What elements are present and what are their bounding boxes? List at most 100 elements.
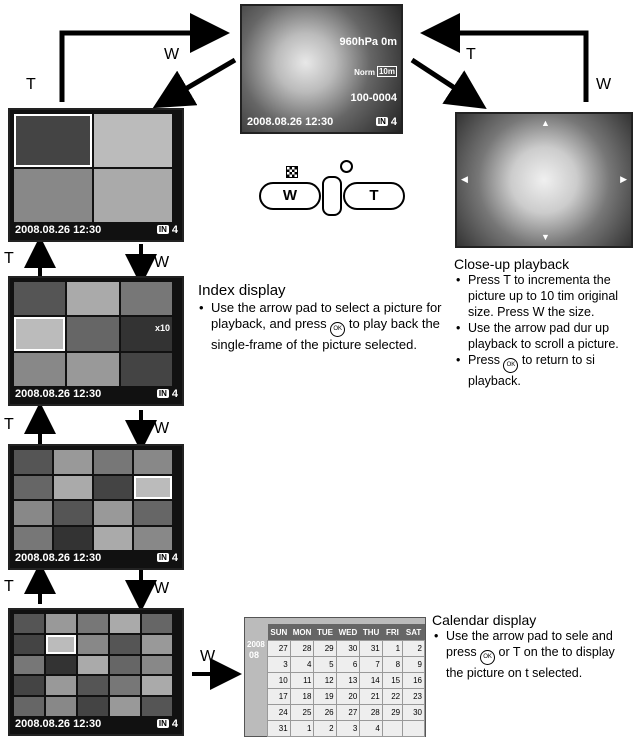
calendar-day[interactable]: 29 — [313, 640, 337, 657]
thumbnail[interactable] — [78, 676, 108, 696]
thumbnail[interactable] — [46, 676, 76, 696]
thumbnail[interactable] — [142, 697, 172, 716]
thumbnail[interactable] — [134, 501, 172, 525]
calendar-day[interactable]: 14 — [359, 672, 383, 689]
calendar-day[interactable]: 2 — [313, 720, 337, 737]
thumbnail[interactable] — [14, 501, 52, 525]
thumbnail[interactable] — [14, 614, 44, 633]
thumbnail[interactable] — [94, 526, 132, 550]
thumbnail[interactable] — [110, 697, 140, 716]
calendar-day[interactable]: 18 — [289, 688, 315, 705]
calendar-day[interactable]: 8 — [381, 656, 404, 673]
calendar-day[interactable]: 11 — [289, 672, 315, 689]
calendar-day[interactable]: 31 — [359, 640, 383, 657]
calendar-day[interactable]: 3 — [267, 656, 291, 673]
thumbnail[interactable] — [46, 655, 76, 675]
w-button[interactable]: W — [259, 182, 321, 210]
calendar-day[interactable]: 29 — [381, 704, 404, 721]
thumbnail[interactable] — [78, 655, 108, 675]
calendar-day[interactable]: 5 — [313, 656, 337, 673]
calendar-day[interactable]: 17 — [267, 688, 291, 705]
thumbnail[interactable] — [134, 450, 172, 474]
thumbnail[interactable] — [94, 114, 172, 167]
calendar-day[interactable]: 1 — [289, 720, 315, 737]
thumbnail[interactable] — [78, 697, 108, 716]
thumbnail[interactable] — [67, 352, 119, 386]
thumbnail[interactable] — [14, 475, 52, 499]
calendar-day[interactable]: 23 — [402, 688, 425, 705]
calendar-day[interactable]: 12 — [313, 672, 337, 689]
thumbnail[interactable] — [54, 501, 92, 525]
calendar-heading: Calendar display — [432, 612, 537, 628]
calendar-day[interactable]: 3 — [335, 720, 361, 737]
thumbnail[interactable] — [14, 352, 66, 386]
thumbnail[interactable] — [134, 475, 172, 499]
calendar-day[interactable]: 4 — [359, 720, 383, 737]
calendar-day[interactable]: 19 — [313, 688, 337, 705]
calendar-day[interactable]: 21 — [359, 688, 383, 705]
thumbnail[interactable] — [94, 450, 132, 474]
calendar-day[interactable]: 9 — [402, 656, 425, 673]
thumbnail[interactable] — [54, 475, 92, 499]
calendar-day[interactable]: 2 — [402, 640, 425, 657]
thumbnail[interactable] — [94, 475, 132, 499]
calendar-day[interactable] — [381, 720, 404, 737]
calendar-day[interactable]: 30 — [335, 640, 361, 657]
thumbnail[interactable] — [142, 676, 172, 696]
file-number: 100-0004 — [350, 92, 398, 104]
thumbnail[interactable] — [67, 317, 119, 351]
thumbnail[interactable] — [78, 614, 108, 633]
calendar-day[interactable]: 26 — [313, 704, 337, 721]
calendar-day[interactable]: 7 — [359, 656, 383, 673]
thumbnail[interactable] — [94, 501, 132, 525]
thumbnail[interactable] — [46, 697, 76, 716]
thumbnail[interactable] — [14, 634, 44, 654]
thumbnail[interactable] — [46, 634, 76, 654]
thumbnail[interactable] — [110, 676, 140, 696]
calendar-day[interactable]: 28 — [289, 640, 315, 657]
thumbnail[interactable] — [94, 169, 172, 222]
calendar-day[interactable]: 30 — [402, 704, 425, 721]
thumbnail[interactable] — [14, 655, 44, 675]
calendar-day[interactable]: 6 — [335, 656, 361, 673]
thumbnail[interactable] — [14, 450, 52, 474]
thumbnail[interactable] — [120, 282, 172, 316]
thumbnail[interactable] — [78, 634, 108, 654]
calendar-day[interactable]: 4 — [289, 656, 315, 673]
thumbnail[interactable] — [142, 634, 172, 654]
thumbnail[interactable] — [54, 526, 92, 550]
thumbnail[interactable]: x10 — [120, 317, 172, 351]
calendar-day[interactable]: 15 — [381, 672, 404, 689]
calendar-day[interactable]: 13 — [335, 672, 361, 689]
thumbnail[interactable] — [134, 526, 172, 550]
thumbnail[interactable] — [67, 282, 119, 316]
calendar-day[interactable]: 25 — [289, 704, 315, 721]
thumbnail[interactable] — [142, 655, 172, 675]
thumbnail[interactable] — [14, 676, 44, 696]
calendar-day[interactable]: 22 — [381, 688, 404, 705]
calendar-day[interactable] — [402, 720, 425, 737]
thumbnail[interactable] — [110, 614, 140, 633]
calendar-day[interactable]: 10 — [267, 672, 291, 689]
calendar-day[interactable]: 16 — [402, 672, 425, 689]
thumbnail[interactable] — [14, 114, 92, 167]
calendar-day[interactable]: 28 — [359, 704, 383, 721]
thumbnail[interactable] — [14, 282, 66, 316]
calendar-day[interactable]: 1 — [381, 640, 404, 657]
calendar-day[interactable]: 24 — [267, 704, 291, 721]
thumbnail[interactable] — [142, 614, 172, 633]
thumbnail[interactable] — [14, 169, 92, 222]
thumbnail[interactable] — [46, 614, 76, 633]
thumbnail[interactable] — [120, 352, 172, 386]
thumbnail[interactable] — [14, 697, 44, 716]
calendar-day[interactable]: 27 — [335, 704, 361, 721]
thumbnail[interactable] — [110, 634, 140, 654]
thumbnail[interactable] — [54, 450, 92, 474]
t-button[interactable]: T — [343, 182, 405, 210]
calendar-day[interactable]: 31 — [267, 720, 291, 737]
thumbnail[interactable] — [14, 317, 66, 351]
thumbnail[interactable] — [14, 526, 52, 550]
calendar-day[interactable]: 20 — [335, 688, 361, 705]
thumbnail[interactable] — [110, 655, 140, 675]
calendar-day[interactable]: 27 — [267, 640, 291, 657]
